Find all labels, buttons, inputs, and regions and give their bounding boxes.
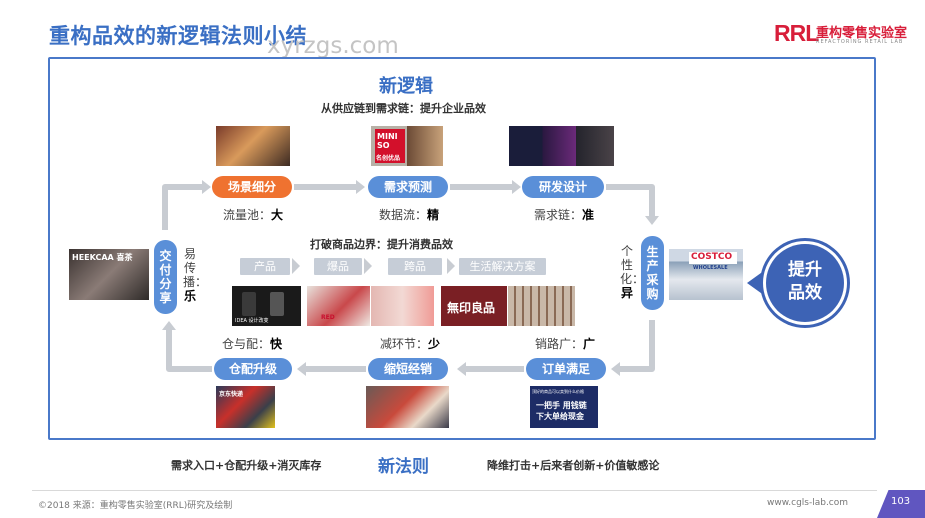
arrow-deliver-to-scene [162, 184, 202, 230]
ad-line-1: 一把手 用钱链 [536, 401, 587, 410]
miniso-cn-text: 名创优品 [376, 155, 401, 162]
node-rnd: 研发设计 [522, 176, 604, 198]
arrow-warehouse-to-deliver [166, 330, 212, 372]
arrowhead-rnd [512, 180, 521, 194]
badge-arrow [747, 270, 765, 296]
heytea-photo: HEEKCAA 喜茶 [69, 249, 149, 300]
node-warehouse: 仓配升级 [214, 358, 292, 380]
cross-product-photo [371, 286, 434, 326]
improve-efficiency-badge: 提升品效 [766, 244, 844, 322]
miniso-logo-text: MINI SO [377, 132, 398, 150]
event-photo [366, 386, 449, 428]
arrowhead-procure [645, 216, 659, 225]
site-watermark: xyrzgs.com [267, 33, 399, 59]
node-shorten: 缩短经销 [368, 358, 448, 380]
metric-procure: 个性化：异 [620, 244, 645, 300]
footer-divider [32, 490, 877, 491]
node-procure: 生产采购 [641, 236, 664, 310]
muji-logo-text: 無印良品 [447, 301, 496, 315]
tag-arrow-2 [364, 258, 372, 274]
node-scene: 场景细分 [212, 176, 292, 198]
costco-sign: COSTCO [691, 252, 733, 262]
page-number: 103 [891, 496, 911, 507]
tag-hit-product: 爆品 [314, 258, 362, 275]
node-deliver: 交付分享 [154, 240, 177, 314]
arrowhead-forecast [356, 180, 365, 194]
rule-right: 降维打击+后来者创新+价值敏感论 [487, 459, 660, 472]
metric-shorten: 减环节：少 [380, 337, 441, 351]
arrowhead-scene [202, 180, 211, 194]
metric-warehouse: 仓与配：快 [222, 337, 283, 351]
muji-store-photo [508, 286, 575, 326]
logo-mark: RRL [774, 20, 819, 46]
red-label: RED [321, 314, 335, 321]
logo-subtitle: REFACTORING RETAIL LAB [816, 39, 904, 45]
metric-forecast: 数据流：精 [379, 208, 440, 222]
site-url: www.cgls-lab.com [767, 498, 849, 508]
arrowhead-shorten [457, 362, 466, 376]
delivery-photo: 京东快递 [216, 386, 275, 428]
ad-photo: 顶好的商品可以卖到什么价格 一把手 用钱链 下大单给现金 [530, 386, 598, 428]
diagram-frame [48, 57, 876, 440]
metric-deliver: 易传播：乐 [183, 247, 208, 303]
arrowhead-deliver [162, 321, 176, 330]
hit-product-photo: RED [307, 286, 370, 326]
phone-text: IDEA 设计改变 [235, 318, 269, 324]
page-title: 重构品效的新逻辑法则小结 [49, 24, 307, 48]
diagram-heading: 新逻辑 [379, 76, 433, 97]
rule-left: 需求入口+仓配升级+消灭库存 [171, 459, 322, 472]
arrow-procure-to-order [620, 320, 655, 372]
heytea-sign: HEEKCAA 喜茶 [72, 253, 133, 262]
arrow-rnd-to-procure [606, 184, 655, 216]
metric-rnd: 需求链：准 [534, 208, 595, 222]
costco-sign-sub: WHOLESALE [693, 265, 728, 271]
metric-scene: 流量池：大 [223, 208, 284, 222]
muji-photo: 無印良品 [441, 286, 507, 326]
diagram-subheading: 从供应链到需求链：提升企业品效 [321, 102, 486, 115]
phone-photo: IDEA 设计改变 [232, 286, 301, 326]
tag-product: 产品 [240, 258, 290, 275]
arrowhead-order [611, 362, 620, 376]
scene-photo [216, 126, 290, 166]
source-credit: ©2018 来源：重构零售实验室(RRL)研究及绘制 [38, 501, 233, 511]
logo-name: 重构零售实验室 [816, 26, 908, 41]
tag-arrow-3 [447, 258, 455, 274]
metric-order: 销路广：广 [535, 337, 596, 351]
tag-arrow-1 [292, 258, 300, 274]
costco-photo: COSTCO WHOLESALE [669, 249, 743, 300]
node-order: 订单满足 [526, 358, 606, 380]
kuaidi-sign: 京东快递 [219, 391, 244, 398]
rule-heading: 新法则 [378, 457, 429, 477]
rnd-photo [509, 126, 614, 166]
ad-top-text: 顶好的商品可以卖到什么价格 [532, 389, 584, 394]
tag-life-solution: 生活解决方案 [459, 258, 546, 275]
arrowhead-warehouse [297, 362, 306, 376]
tag-cross-product: 跨品 [388, 258, 442, 275]
node-forecast: 需求预测 [368, 176, 448, 198]
ad-line-2: 下大单给现金 [536, 412, 584, 421]
miniso-photo: MINI SO 名创优品 [371, 126, 443, 166]
inner-heading: 打破商品边界：提升消费品效 [310, 238, 453, 251]
